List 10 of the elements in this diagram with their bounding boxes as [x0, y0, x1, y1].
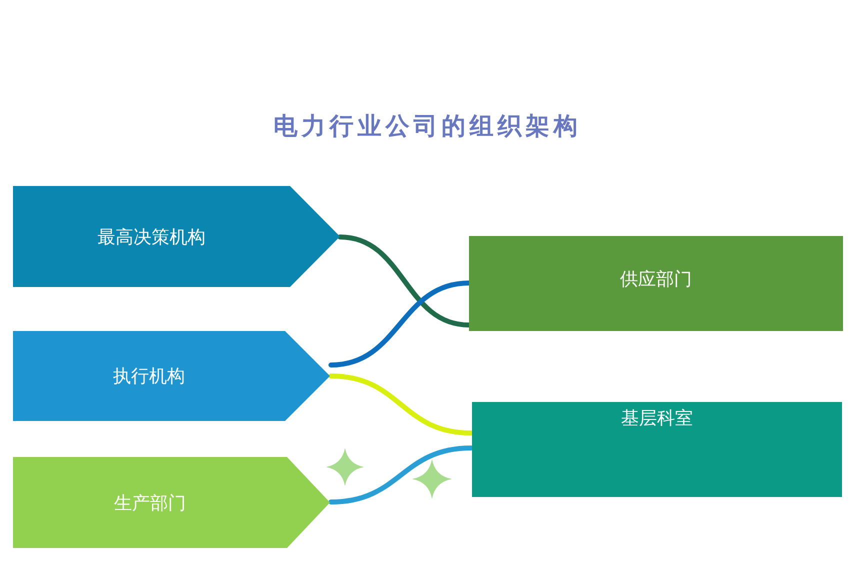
- node-label: 基层科室: [621, 406, 693, 430]
- connector-curve: [338, 234, 472, 328]
- node-label: 最高决策机构: [98, 226, 206, 248]
- connector-curve: [328, 374, 474, 436]
- node-label: 执行机构: [113, 365, 185, 388]
- node-label: 生产部门: [114, 492, 186, 514]
- node-label: 供应部门: [620, 268, 692, 290]
- connector-curve: [328, 446, 474, 504]
- diagram-title: 电力行业公司的组织架构: [272, 110, 582, 142]
- connector-curve: [328, 280, 472, 368]
